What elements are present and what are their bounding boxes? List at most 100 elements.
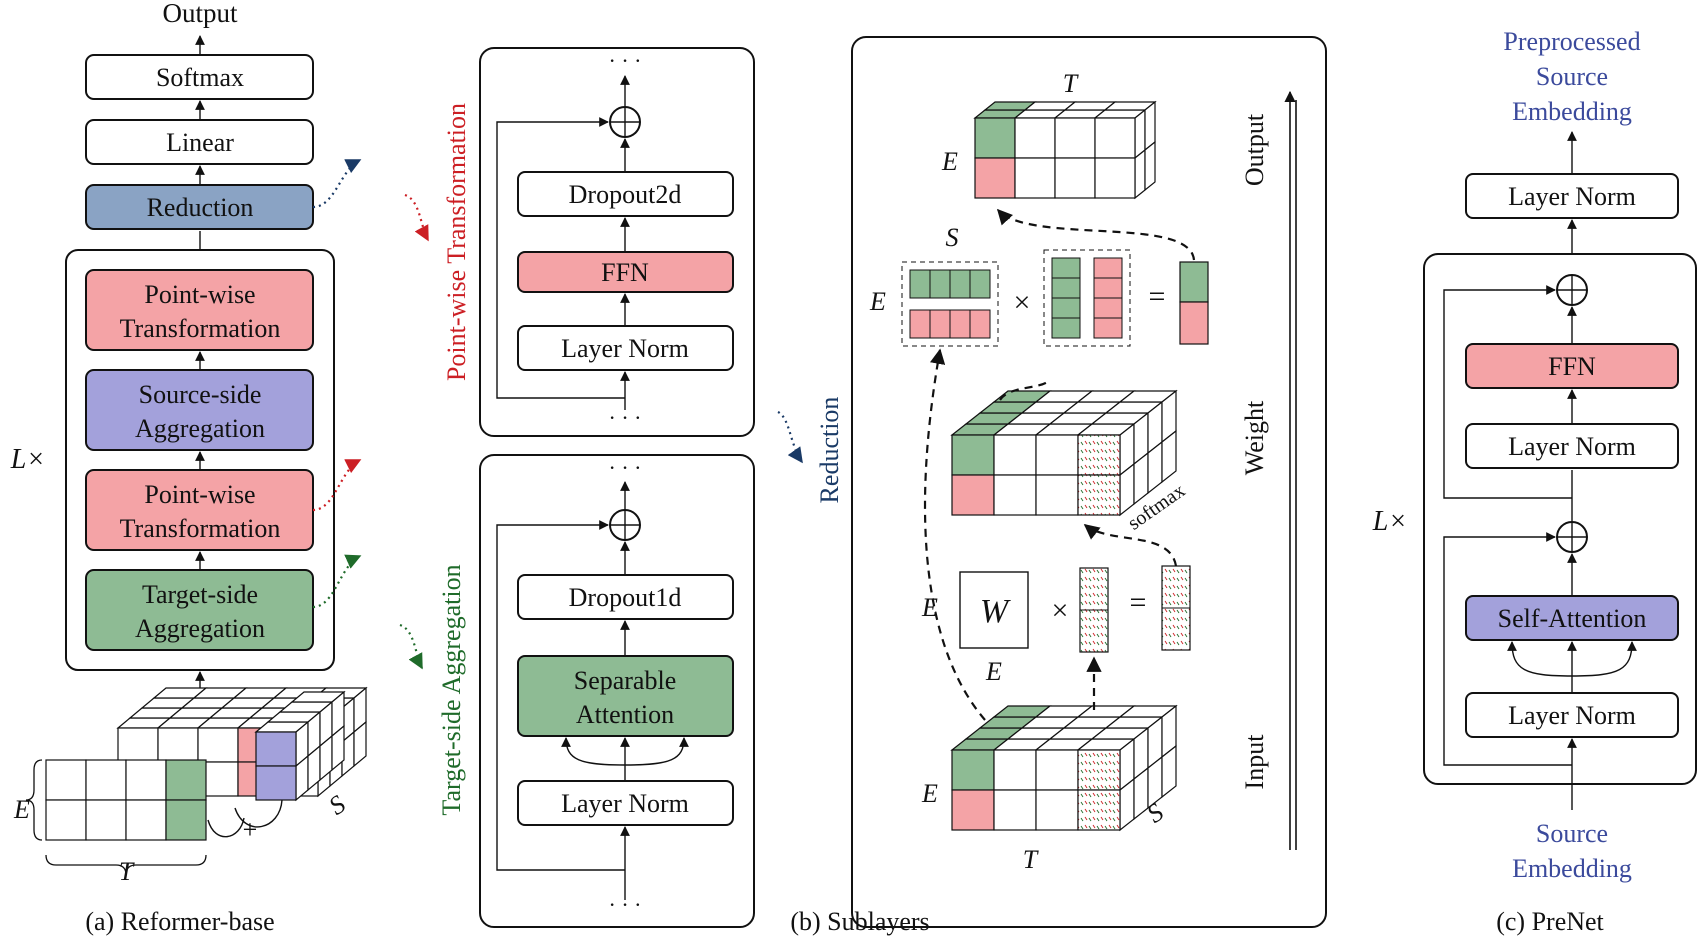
- axis-input-label: Input: [1240, 734, 1269, 790]
- caption-b: (b) Sublayers: [790, 907, 929, 936]
- target-side-box: [85, 569, 314, 651]
- prenet-stack-container: [1423, 253, 1697, 785]
- pointwise-vertical-label: Point-wise Transformation: [442, 103, 471, 381]
- layer-norm-box-b2: [517, 780, 734, 826]
- layer-norm-box-c-mid: [1465, 423, 1679, 469]
- source-embedding-line2: Embedding: [1512, 854, 1632, 883]
- ffn-box-b: [517, 251, 734, 293]
- dropout2d-label: Dropout2d: [569, 180, 682, 209]
- self-attention-box: [1465, 595, 1679, 641]
- source-side-line2: Aggregation: [135, 414, 265, 443]
- ellipsis-top-2: · · ·: [609, 455, 642, 480]
- input-dim-t: T: [1023, 845, 1039, 874]
- reduction-tensors: [901, 100, 1209, 832]
- dropout1d-label: Dropout1d: [569, 583, 682, 612]
- self-attention-label: Self-Attention: [1498, 604, 1647, 633]
- matmul-times-2: ×: [1052, 594, 1069, 627]
- plus-label: +: [243, 815, 258, 844]
- layer-norm-label-b2: Layer Norm: [561, 789, 689, 818]
- caption-a: (a) Reformer-base: [85, 907, 274, 936]
- axis-output-label: Output: [1240, 113, 1269, 186]
- reduced-vector: [1179, 261, 1209, 345]
- pointwise-sublayer-container: [479, 47, 755, 437]
- preprocessed-line2: Source: [1536, 62, 1608, 91]
- ellipsis-bottom-2: · · ·: [609, 892, 642, 917]
- preprocessed-line1: Preprocessed: [1503, 27, 1640, 56]
- source-embedding-line1: Source: [1536, 819, 1608, 848]
- target-vertical-label: Target-side Aggregation: [437, 564, 466, 815]
- dim-t-label: T: [119, 857, 135, 886]
- matmul-dim-e: E: [869, 287, 886, 316]
- softmax-box: [85, 54, 314, 100]
- matmul-equals-2: =: [1130, 586, 1147, 619]
- axis-weight-label: Weight: [1240, 400, 1269, 475]
- dropout2d-box: [517, 171, 734, 217]
- pointwise-box-top: [85, 269, 314, 351]
- layer-norm-box-c-top: [1465, 173, 1679, 219]
- panel-b: · · · Dropout2d FFN Layer Norm · · · · ·…: [399, 36, 1327, 936]
- reduction-sublayer-container: [851, 36, 1327, 928]
- source-tensor-grid: [254, 690, 346, 802]
- layer-norm-box-c-bottom: [1465, 692, 1679, 738]
- matmul-dim-s: S: [946, 223, 959, 252]
- matmul-equals-1: =: [1149, 280, 1166, 313]
- matmul-times-1: ×: [1014, 286, 1031, 319]
- dataflow-arrows: [923, 208, 1196, 721]
- separable-line2: Attention: [576, 700, 674, 729]
- layer-norm-label-c-top: Layer Norm: [1508, 182, 1636, 211]
- reduction-vertical-label: Reduction: [815, 397, 844, 504]
- input-tensor: [950, 704, 1178, 832]
- layer-stack-container: [65, 249, 335, 671]
- dropout1d-box: [517, 574, 734, 620]
- reduction-label: Reduction: [147, 193, 254, 222]
- source-side-line1: Source-side: [139, 380, 262, 409]
- output-dim-e: E: [941, 147, 958, 176]
- panel-a: Output Softmax Linear Reduction L× Point…: [10, 0, 368, 936]
- w-matrix: [959, 571, 1029, 649]
- separable-attention-box: [517, 655, 734, 737]
- weight-tensor: [950, 389, 1178, 517]
- repeat-label: L×: [10, 444, 45, 475]
- ellipsis-bottom-1: · · ·: [609, 405, 642, 430]
- dim-s-label: S: [323, 789, 350, 820]
- source-weight-matrix: [901, 261, 999, 347]
- output-tensor: [973, 100, 1157, 200]
- layer-norm-label-c-bottom: Layer Norm: [1508, 701, 1636, 730]
- pointwise-top-line1: Point-wise: [144, 280, 255, 309]
- repeat-label-c: L×: [1372, 506, 1407, 537]
- target-side-line1: Target-side: [142, 580, 258, 609]
- ellipsis-top-1: · · ·: [609, 48, 642, 73]
- pointwise-top-line2: Transformation: [120, 314, 281, 343]
- tensor-stack: [25, 686, 368, 876]
- linear-label: Linear: [166, 128, 234, 157]
- layer-norm-label-c-mid: Layer Norm: [1508, 432, 1636, 461]
- target-side-line2: Aggregation: [135, 614, 265, 643]
- w-dim-e-bottom: E: [985, 657, 1002, 686]
- caption-c: (c) PreNet: [1496, 907, 1604, 936]
- source-side-box: [85, 369, 314, 451]
- dim-e-label: E: [13, 795, 30, 824]
- softmax-label: Softmax: [156, 63, 244, 92]
- layer-norm-label-b1: Layer Norm: [561, 334, 689, 363]
- target-tensor-grid: [45, 759, 207, 841]
- output-label: Output: [162, 0, 238, 28]
- target-sublayer-container: [479, 454, 755, 928]
- source-value-matrix: [1043, 249, 1131, 347]
- w-matrix-label: W: [980, 593, 1011, 630]
- ffn-label-b: FFN: [601, 258, 649, 287]
- target-tensor: [25, 759, 207, 876]
- linear-box: [85, 119, 314, 165]
- ffn-box-c: [1465, 343, 1679, 389]
- ffn-label-c: FFN: [1548, 352, 1596, 381]
- pointwise-bottom-line1: Point-wise: [144, 480, 255, 509]
- input-dim-e: E: [921, 779, 938, 808]
- input-dim-s: S: [1141, 797, 1168, 828]
- preprocessed-line3: Embedding: [1512, 97, 1632, 126]
- w-dim-e-left: E: [921, 593, 938, 622]
- layer-norm-box-b1: [517, 325, 734, 371]
- hatched-vectors: [1079, 565, 1191, 653]
- panel-c: Preprocessed Source Embedding Layer Norm…: [1372, 27, 1697, 936]
- separable-line1: Separable: [574, 666, 677, 695]
- pointwise-bottom-line2: Transformation: [120, 514, 281, 543]
